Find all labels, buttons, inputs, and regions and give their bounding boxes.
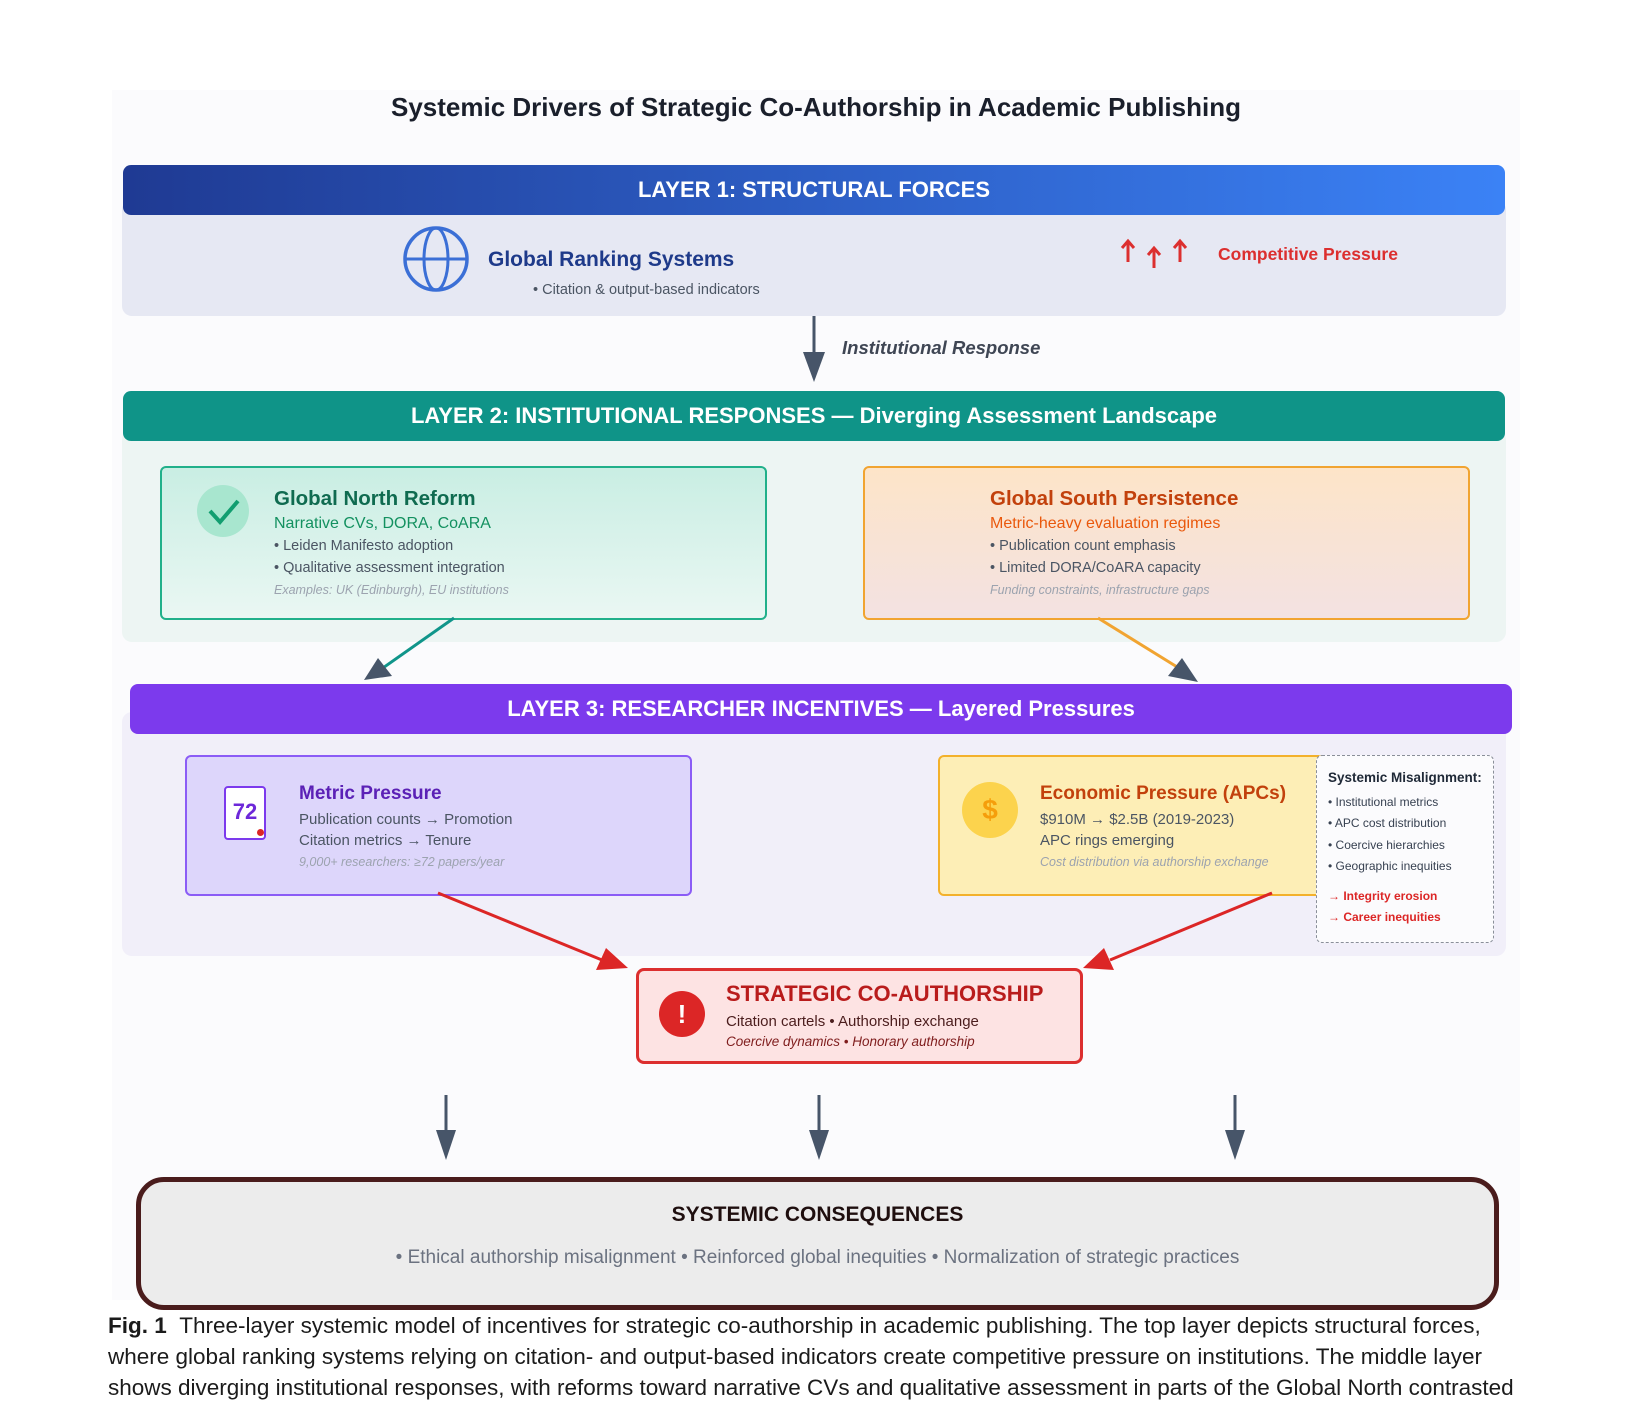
metric-line-1: Publication counts → Promotion [299, 811, 513, 828]
strategic-title: STRATEGIC CO-AUTHORSHIP [726, 981, 1044, 1006]
strategic-line-1: Citation cartels • Authorship exchange [726, 1013, 979, 1030]
metric-icon-text: 72 [232, 799, 258, 824]
north-bullet-2: • Qualitative assessment integration [274, 560, 505, 576]
layer3-banner: LAYER 3: RESEARCHER INCENTIVES — Layered… [130, 684, 1512, 734]
strategic-coauthorship-box [636, 968, 1083, 1064]
strategic-line-2: Coercive dynamics • Honorary authorship [726, 1034, 975, 1049]
misalignment-item: • APC cost distribution [1328, 816, 1447, 830]
arrow-consequence-right [1225, 1095, 1245, 1160]
ranking-title: Global Ranking Systems [488, 248, 735, 271]
north-note: Examples: UK (Edinburgh), EU institution… [274, 583, 509, 597]
systemic-misalignment-box [1316, 755, 1494, 943]
red-dot-icon [257, 829, 264, 836]
economic-note: Cost distribution via authorship exchang… [1040, 855, 1269, 869]
arrow-institutional-response [803, 316, 825, 382]
competitive-pressure-label: Competitive Pressure [1218, 244, 1398, 264]
misalignment-title: Systemic Misalignment: [1328, 770, 1482, 785]
south-bullet-2: • Limited DORA/CoARA capacity [990, 560, 1201, 576]
ranking-subtitle: • Citation & output-based indicators [533, 282, 760, 298]
economic-line-2: APC rings emerging [1040, 832, 1175, 849]
integrity-erosion-label: → Integrity erosion [1328, 889, 1438, 903]
alert-icon-text: ! [677, 999, 687, 1029]
economic-line-1: $910M → $2.5B (2019-2023) [1040, 811, 1235, 828]
layer1-banner: LAYER 1: STRUCTURAL FORCES [123, 165, 1505, 215]
career-inequities-label: → Career inequities [1328, 910, 1441, 924]
metric-pressure-card [185, 755, 692, 896]
misalignment-item: • Geographic inequities [1328, 859, 1452, 873]
south-subtitle: Metric-heavy evaluation regimes [990, 515, 1221, 532]
north-bullet-1: • Leiden Manifesto adoption [274, 538, 454, 554]
global-north-card [160, 466, 767, 620]
checkmark-icon [197, 485, 249, 537]
econ-icon-text: $ [982, 794, 998, 825]
caption-label: Fig. 1 [108, 1313, 167, 1338]
figure-caption: Fig. 1 Three-layer systemic model of inc… [108, 1310, 1548, 1403]
layer1-region [122, 200, 1506, 316]
dollar-coin-icon: $ [962, 782, 1018, 838]
pressure-arrows-icon [1120, 238, 1188, 268]
consequences-title: SYSTEMIC CONSEQUENCES [671, 1203, 964, 1226]
systemic-consequences-box [136, 1177, 1499, 1310]
metric-line-2: Citation metrics → Tenure [299, 832, 472, 849]
diagram-title: Systemic Drivers of Strategic Co-Authors… [391, 92, 1241, 122]
consequences-line: • Ethical authorship misalignment • Rein… [395, 1247, 1240, 1268]
metric-title: Metric Pressure [299, 783, 442, 804]
alert-icon: ! [659, 991, 705, 1037]
institutional-response-label: Institutional Response [842, 337, 1041, 358]
arrow-economic-to-strategic [1083, 891, 1273, 970]
arrow-consequence-left [436, 1095, 456, 1160]
south-note: Funding constraints, infrastructure gaps [990, 583, 1210, 597]
economic-title: Economic Pressure (APCs) [1040, 783, 1287, 804]
globe-icon [403, 226, 469, 292]
south-title: Global South Persistence [990, 487, 1239, 510]
arrow-north-to-layer3 [364, 616, 455, 680]
arrow-consequence-center [809, 1095, 829, 1160]
misalignment-item: • Institutional metrics [1328, 795, 1439, 809]
layer2-banner: LAYER 2: INSTITUTIONAL RESPONSES — Diver… [123, 391, 1505, 441]
metric-note: 9,000+ researchers: ≥72 papers/year [299, 855, 505, 869]
arrow-metric-to-strategic [437, 891, 628, 970]
south-bullet-1: • Publication count emphasis [990, 538, 1176, 554]
north-title: Global North Reform [274, 487, 476, 510]
north-subtitle: Narrative CVs, DORA, CoARA [274, 515, 491, 532]
misalignment-item: • Coercive hierarchies [1328, 838, 1445, 852]
arrow-south-to-layer3 [1097, 616, 1198, 682]
global-south-card [863, 466, 1470, 620]
caption-text: Three-layer systemic model of incentives… [108, 1313, 1514, 1400]
